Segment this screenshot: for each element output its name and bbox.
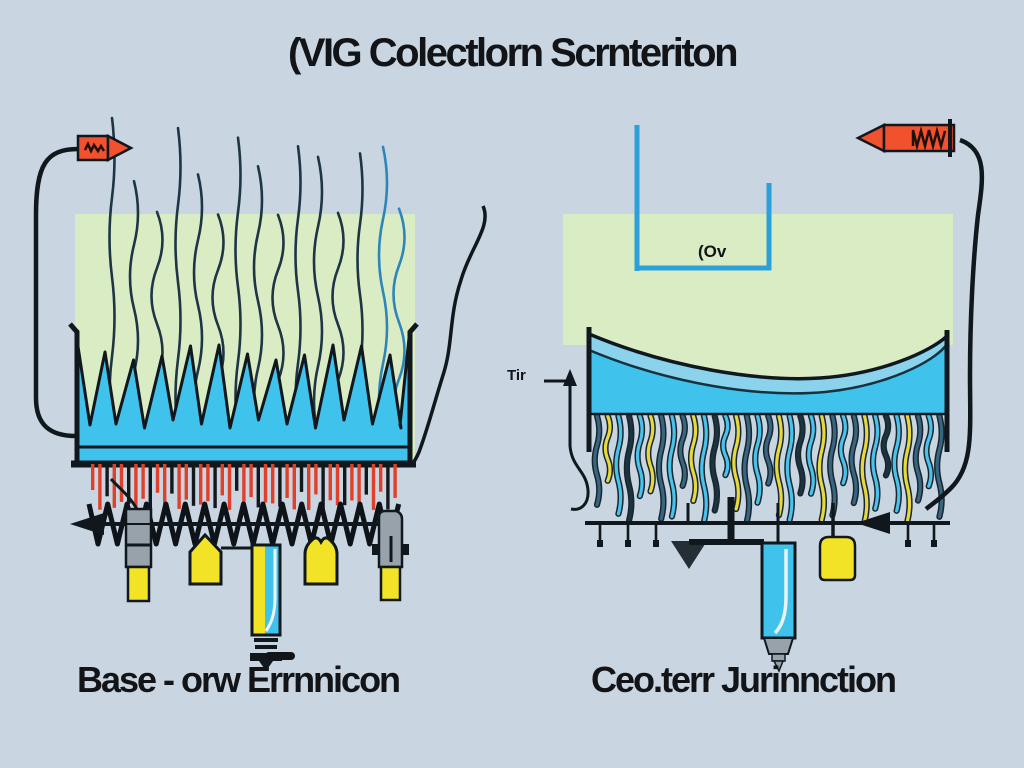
left-caption-post: nnicon xyxy=(293,659,401,700)
left-tank-side-wire xyxy=(410,205,487,466)
right-electrode-wire xyxy=(924,137,985,511)
left-electrode-wire xyxy=(33,146,79,439)
right-electrolysis-tank xyxy=(544,119,985,673)
connector-lead xyxy=(109,478,139,510)
tube-yellow-half xyxy=(252,545,265,635)
right-liquid-surface xyxy=(588,332,949,381)
left-arrowhead xyxy=(70,513,104,535)
right-liquid-body xyxy=(589,334,947,415)
right-electrode-marks xyxy=(911,126,947,151)
connector-tab xyxy=(372,544,380,555)
collector-tip-3 xyxy=(772,660,785,673)
yellow-pointer-2 xyxy=(303,536,339,586)
tir-hook xyxy=(568,445,590,511)
right-caption: Ceo.terr Jurinnction xyxy=(590,659,897,700)
tir-arrowhead xyxy=(563,369,577,386)
tube-outline xyxy=(250,543,282,637)
left-caption-pre: Base - orw E xyxy=(76,659,271,700)
right-arrowhead xyxy=(856,512,890,534)
left-electrode-marks xyxy=(83,141,106,154)
bracket-voltage-label: (Ov xyxy=(698,242,727,261)
collector-tube xyxy=(760,541,797,640)
left-liquid-waves xyxy=(75,336,411,465)
left-caption: Base - orw Errnnicon xyxy=(18,659,458,701)
collector-tube-highlight xyxy=(773,549,788,635)
left-electrode-tip xyxy=(106,133,134,163)
right-solution-region xyxy=(563,214,953,345)
funnel xyxy=(671,541,707,569)
gray-connector-left xyxy=(124,507,153,569)
tube-highlight xyxy=(264,549,277,632)
left-electrolysis-tank xyxy=(33,116,487,671)
connector-tab xyxy=(401,544,409,555)
yellow-vial-right xyxy=(379,565,402,602)
yellow-vial-left xyxy=(126,565,151,603)
left-tank-left-wall xyxy=(68,322,80,462)
left-caption-overbar: rr xyxy=(269,659,295,700)
diagram-title: (VIG Colectlorn Scrnteriton xyxy=(287,31,739,75)
yellow-pointer-1 xyxy=(188,532,223,586)
yellow-flask xyxy=(818,535,857,582)
hanging-strand-fringe xyxy=(591,412,945,525)
right-electrode-tip xyxy=(855,122,886,154)
rail-pins xyxy=(597,523,937,547)
right-liquid-surface2 xyxy=(588,343,949,395)
left-tank-right-wall xyxy=(407,322,419,462)
tir-inlet-label: Tir xyxy=(507,367,526,384)
collector-tip-1 xyxy=(762,637,795,655)
